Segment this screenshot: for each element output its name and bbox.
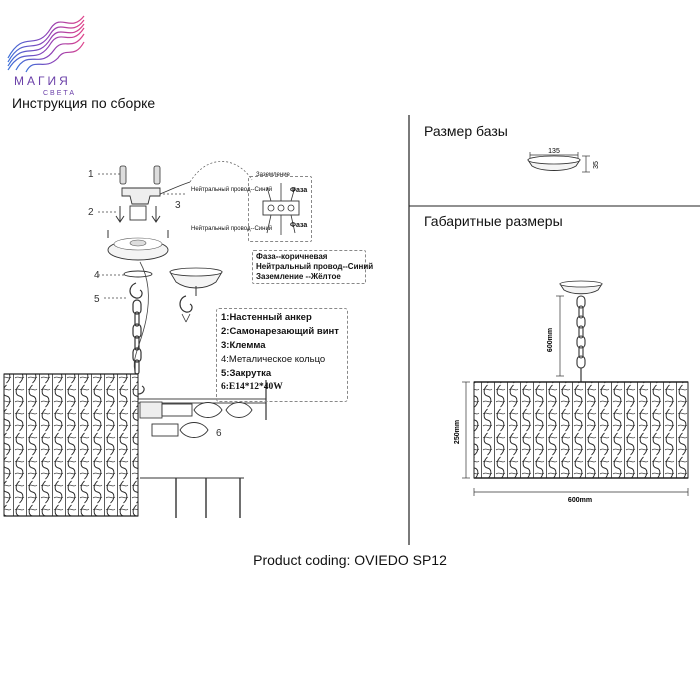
brand-name: МАГИЯ (14, 74, 71, 88)
base-size-drawing (527, 152, 590, 173)
wire-note-ground: Заземление --Жёлтое (256, 272, 341, 281)
legend-item-5: 5:Закрутка (221, 368, 272, 379)
callout-1: 1 (88, 169, 94, 180)
brand-logo: МАГИЯ СВЕТА (6, 8, 86, 98)
wire-phase-top: Фаза (290, 187, 308, 194)
dim-shade-label: 250mm (454, 420, 461, 444)
product-code: Product coding: OVIEDO SP12 (253, 552, 447, 568)
screws (115, 206, 161, 223)
legend-item-4: 4:Металическое кольцо (221, 354, 326, 365)
bulb-2 (225, 402, 253, 418)
wire-neutral-top: Нейтральный провод--Синий (191, 187, 273, 193)
terminal-block (129, 205, 147, 221)
base-size-title: Размер базы (424, 123, 508, 139)
overall-dims-title: Габаритные размеры (424, 213, 563, 229)
wiring-notes: Фаза--коричневая Нейтральный провод--Син… (252, 250, 373, 284)
mounting-bracket (121, 187, 161, 205)
overall-drawing (462, 280, 689, 496)
wire-note-neutral: Нейтральный провод--Синий (256, 262, 374, 271)
bulb-3 (179, 422, 209, 438)
wall-anchors (119, 165, 161, 185)
wiring-box (248, 176, 312, 242)
legend-item-1: 1:Настенный анкер (221, 312, 312, 323)
legend-item-2: 2:Самонарезающий винт (221, 326, 339, 337)
parts-legend: 1:Настенный анкер 2:Самонарезающий винт … (216, 308, 348, 402)
callout-5: 5 (94, 294, 100, 305)
wire-ground: Заземление (256, 172, 290, 178)
callout-3: 3 (175, 200, 181, 211)
hook (129, 282, 143, 299)
legend-item-6: 6:E14*12*40W (221, 382, 283, 392)
base-height-label: 35 (593, 161, 600, 169)
wire-note-phase: Фаза--коричневая (256, 252, 328, 261)
terminal-icon (262, 183, 300, 235)
metal-ring (123, 270, 153, 278)
callout-4: 4 (94, 270, 100, 281)
base-width-label: 135 (548, 148, 560, 155)
crystal-shade (3, 373, 139, 517)
page-subtitle: Инструкция по сборке (12, 95, 156, 111)
canopy-detail (169, 271, 223, 289)
bulb-1 (193, 402, 223, 418)
dim-width-label: 600mm (568, 497, 592, 504)
brand-sub: СВЕТА (43, 90, 77, 97)
dim-chain-label: 600mm (547, 328, 554, 352)
wire-neutral-bottom: Нейтральный провод--Синий (191, 226, 273, 232)
callout-2: 2 (88, 207, 94, 218)
drop-rods (175, 478, 241, 518)
callout-6: 6 (216, 428, 222, 439)
socket (161, 403, 193, 417)
wire-phase-bottom: Фаза (290, 222, 308, 229)
logo-wave-icon (7, 15, 85, 73)
legend-item-3: 3:Клемма (221, 340, 266, 351)
